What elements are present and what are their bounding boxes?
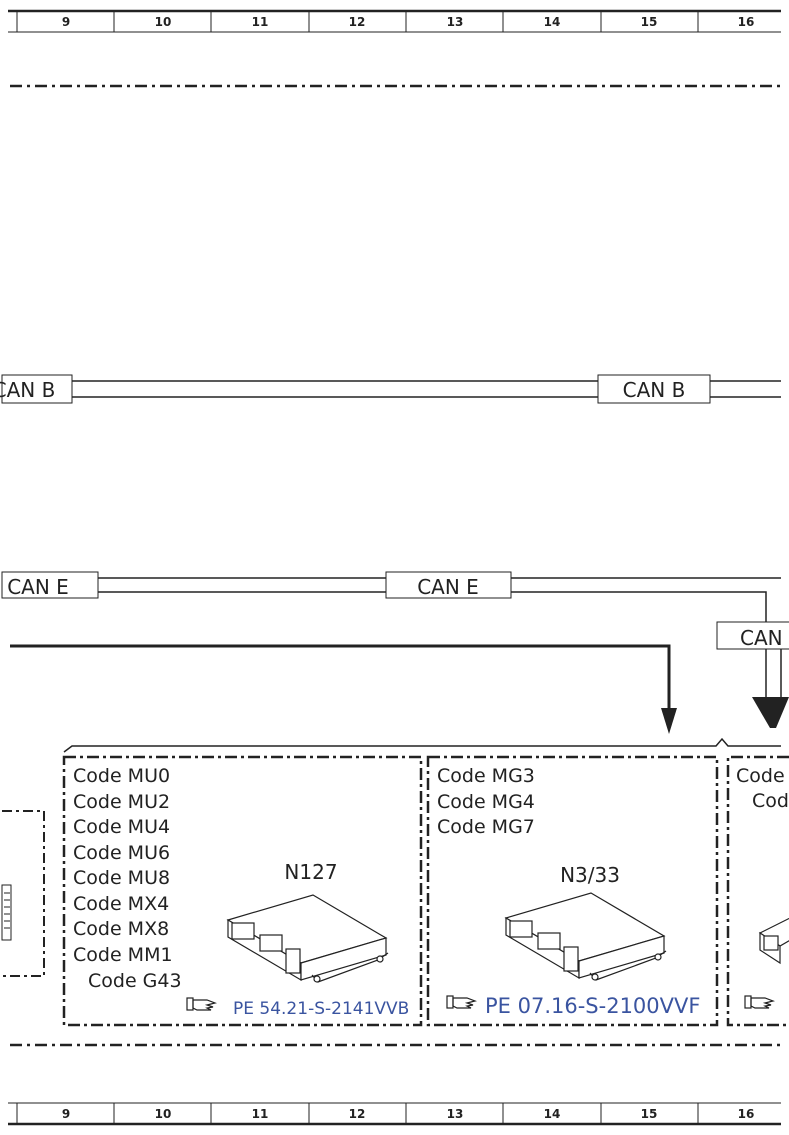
ruler-top-15: 15 [641, 15, 658, 29]
ruler-top-11: 11 [252, 15, 269, 29]
n127-code-8: Code MM1 [73, 944, 173, 966]
ruler-top-12: 12 [349, 15, 366, 29]
left-partial-module [1, 810, 45, 977]
module-n127[interactable]: Code MU0 Code MU2 Code MU4 Code MU6 Code… [62, 755, 423, 1027]
top-ruler: 9 10 11 12 13 14 15 16 [8, 9, 781, 33]
ruler-top-9: 9 [62, 15, 70, 29]
can-e-right-label: CAN E [740, 626, 789, 650]
can-e-mid-label: CAN E [417, 575, 479, 599]
ruler-bottom-10: 10 [155, 1107, 172, 1121]
ruler-top-14: 14 [544, 15, 561, 29]
n333-reference-link[interactable]: PE 07.16-S-2100VVF [485, 994, 700, 1018]
ruler-bottom-13: 13 [447, 1107, 464, 1121]
n333-component-label: N3/33 [560, 863, 620, 887]
can-e-bus: CAN E CAN E CAN E [1, 571, 789, 700]
ruler-top-16: 16 [738, 15, 755, 29]
can-e-left-label: CAN E [7, 575, 69, 599]
ruler-bottom-11: 11 [252, 1107, 269, 1121]
can-b-mid-label: CAN B [623, 378, 686, 402]
manual-reference-icon [744, 995, 776, 1009]
ruler-bottom-9: 9 [62, 1107, 70, 1121]
n127-code-7: Code MX8 [73, 918, 169, 940]
module-n333[interactable]: Code MG3 Code MG4 Code MG7 N3/33 PE 07.1… [426, 755, 719, 1027]
ruler-bottom-14: 14 [544, 1107, 561, 1121]
module-group-bracket [63, 737, 781, 753]
ruler-bottom-15: 15 [641, 1107, 658, 1121]
module-right-partial[interactable]: Code Code [726, 755, 789, 1027]
can-e-arrow-head [752, 697, 789, 728]
ruler-top-10: 10 [155, 15, 172, 29]
control-unit-icon [504, 892, 667, 981]
can-b-bus: CAN B CAN B [0, 374, 781, 404]
right-code-1: Code [736, 765, 785, 787]
manual-reference-icon [186, 997, 218, 1011]
n127-code-4: Code MU6 [73, 842, 170, 864]
n333-code-3: Code MG7 [437, 816, 535, 838]
control-unit-icon [226, 894, 389, 983]
n127-component-label: N127 [284, 860, 337, 884]
n127-code-3: Code MU4 [73, 816, 170, 838]
n127-reference-link[interactable]: PE 54.21-S-2141VVB [233, 999, 409, 1019]
n127-code-g43: Code G43 [88, 970, 182, 992]
bottom-ruler: 9 10 11 12 13 14 15 16 [8, 1102, 781, 1126]
right-code-2: Code [752, 790, 789, 812]
ruler-bottom-16: 16 [738, 1107, 755, 1121]
can-b-left-label: CAN B [0, 378, 55, 402]
n127-code-6: Code MX4 [73, 893, 169, 915]
n127-code-2: Code MU2 [73, 791, 170, 813]
ruler-bottom-12: 12 [349, 1107, 366, 1121]
control-unit-icon [758, 917, 789, 965]
signal-arrow-line [10, 644, 677, 734]
n333-code-1: Code MG3 [437, 765, 535, 787]
n127-code-5: Code MU8 [73, 867, 170, 889]
n127-code-1: Code MU0 [73, 765, 170, 787]
n333-code-2: Code MG4 [437, 791, 535, 813]
ruler-top-13: 13 [447, 15, 464, 29]
manual-reference-icon [446, 995, 478, 1009]
